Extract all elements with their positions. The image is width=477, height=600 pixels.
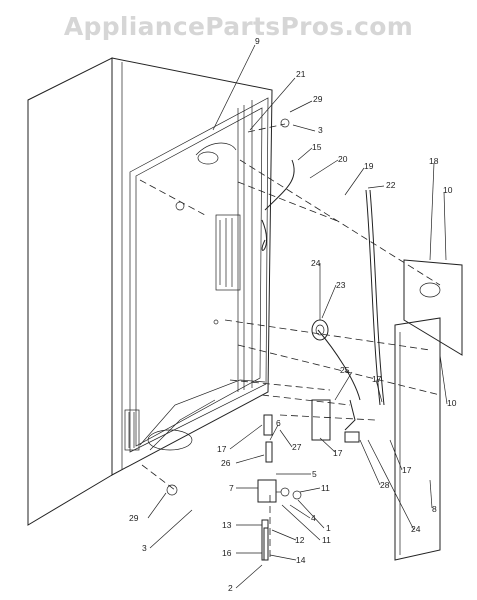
callout-27: 27 xyxy=(292,442,302,452)
callout-23: 23 xyxy=(336,280,346,290)
callout-2: 2 xyxy=(228,583,233,593)
callout-3: 3 xyxy=(142,543,147,553)
callout-10: 10 xyxy=(447,398,457,408)
callout-24: 24 xyxy=(411,524,421,534)
callout-6: 6 xyxy=(276,418,281,428)
callout-5: 5 xyxy=(312,469,317,479)
callout-3: 3 xyxy=(318,125,323,135)
callout-20: 20 xyxy=(338,154,348,164)
callout-26: 26 xyxy=(221,458,231,468)
callout-22: 22 xyxy=(386,180,396,190)
callout-1: 1 xyxy=(326,523,331,533)
callout-29: 29 xyxy=(129,513,139,523)
callout-14: 14 xyxy=(296,555,306,565)
callout-17: 17 xyxy=(217,444,227,454)
callout-11: 11 xyxy=(321,483,330,493)
leader-lines xyxy=(147,44,448,589)
callout-17: 17 xyxy=(402,465,412,475)
fan-motor xyxy=(311,319,329,341)
callout-8: 8 xyxy=(432,504,437,514)
callout-18: 18 xyxy=(429,156,439,166)
callout-28: 28 xyxy=(380,480,390,490)
drain-parts xyxy=(311,399,360,443)
callout-17: 17 xyxy=(333,448,343,458)
callout-10: 10 xyxy=(443,185,453,195)
callout-12: 12 xyxy=(295,535,305,545)
callout-25: 25 xyxy=(340,365,350,375)
cabinet-body xyxy=(27,57,273,526)
callout-13: 13 xyxy=(222,520,232,530)
callout-17: 17 xyxy=(372,374,382,384)
callout-15: 15 xyxy=(312,142,322,152)
cabinet-screws xyxy=(166,118,290,496)
callout-29: 29 xyxy=(313,94,323,104)
callout-4: 4 xyxy=(311,513,316,523)
tubing-harness xyxy=(261,159,385,406)
callout-16: 16 xyxy=(222,548,232,558)
callout-9: 9 xyxy=(255,36,260,46)
callouts: 9 21 29 3 15 20 19 22 18 10 24 23 25 17 … xyxy=(129,36,457,593)
callout-19: 19 xyxy=(364,161,374,171)
callout-21: 21 xyxy=(296,69,306,79)
callout-24: 24 xyxy=(311,258,321,268)
rear-panels xyxy=(394,259,463,561)
water-valve xyxy=(257,414,302,561)
callout-11: 11 xyxy=(322,535,331,545)
callout-7: 7 xyxy=(229,483,234,493)
watermark: AppliancePartsPros.com xyxy=(63,12,414,41)
